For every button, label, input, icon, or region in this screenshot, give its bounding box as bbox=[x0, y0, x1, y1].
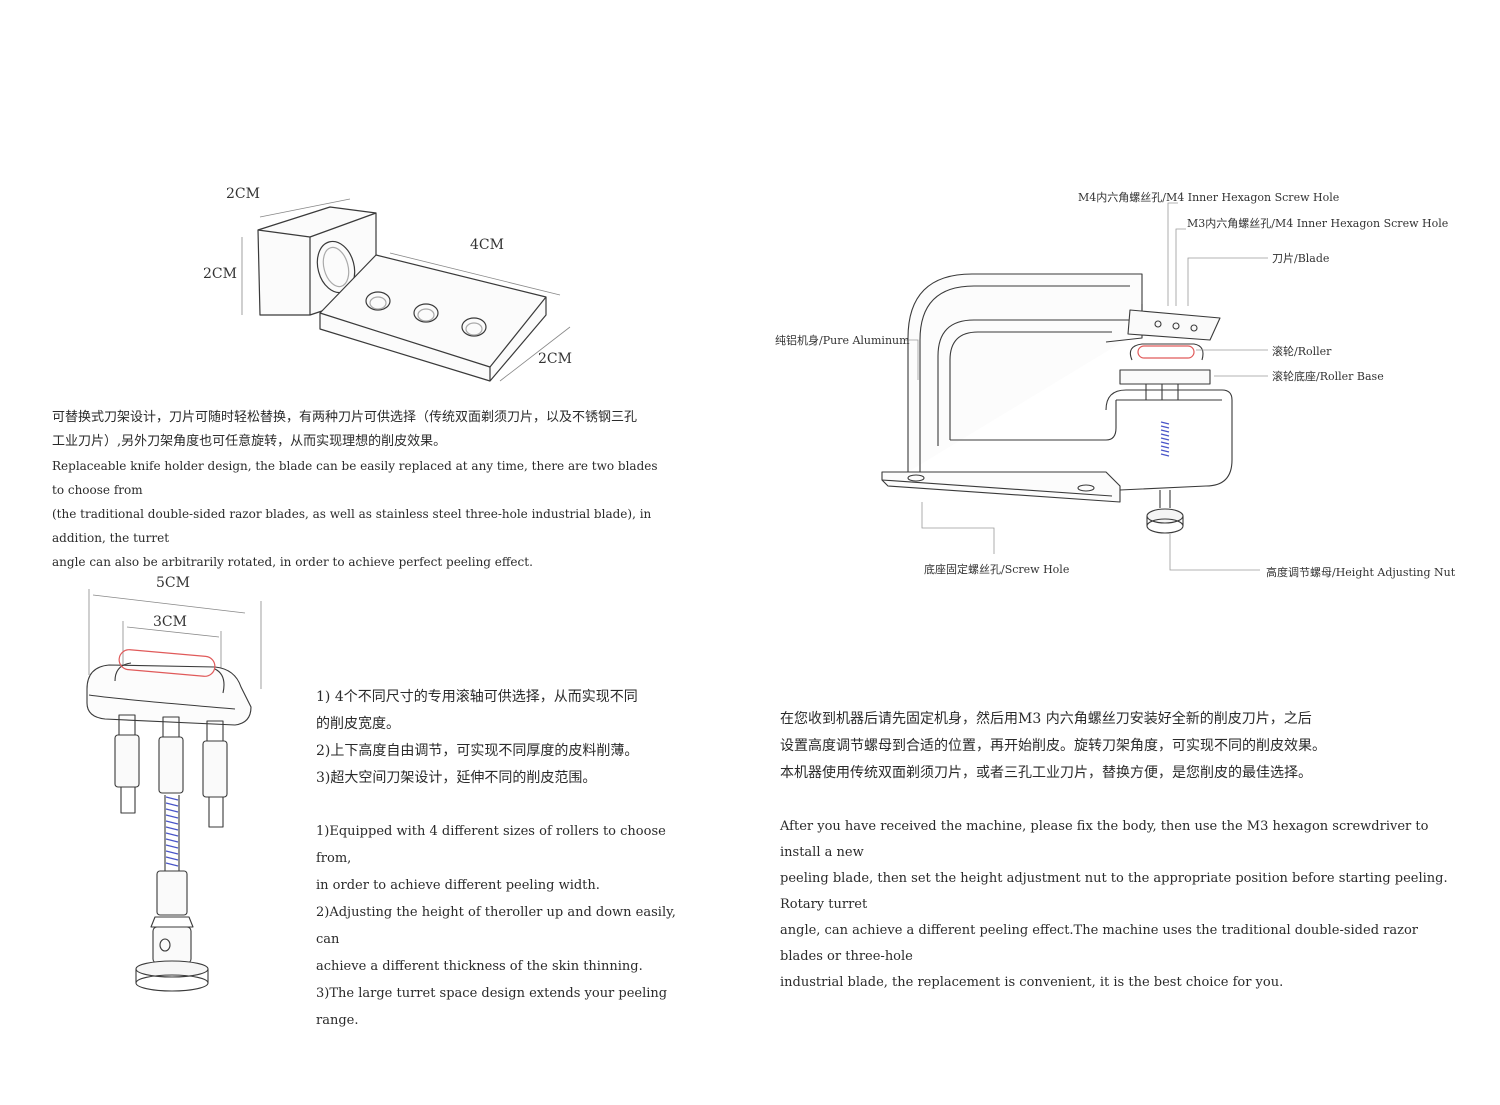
text-line: 2)上下高度自由调节，可实现不同厚度的皮料削薄。 bbox=[316, 743, 639, 759]
text-line: 设置高度调节螺母到合适的位置，再开始削皮。旋转刀架角度，可实现不同的削皮效果。 bbox=[780, 738, 1326, 754]
holder-description-zh: 可替换式刀架设计，刀片可随时轻松替换，有两种刀片可供选择（传统双面剃须刀片，以及… bbox=[52, 406, 672, 454]
text-line: 本机器使用传统双面剃须刀片，或者三孔工业刀片，替换方便，是您削皮的最佳选择。 bbox=[780, 765, 1312, 781]
text-line: 的削皮宽度。 bbox=[316, 716, 400, 732]
label-roller-base: 滚轮底座/Roller Base bbox=[1272, 370, 1384, 383]
holder-dim-height: 2CM bbox=[203, 266, 237, 282]
text-line: 3)超大空间刀架设计，延伸不同的削皮范围。 bbox=[316, 770, 597, 786]
text-line: industrial blade, the replacement is con… bbox=[780, 975, 1284, 990]
usage-instructions-zh: 在您收到机器后请先固定机身，然后用M3 内六角螺丝刀安装好全新的削皮刀片，之后 … bbox=[780, 706, 1460, 787]
roller-dim-inner: 3CM bbox=[153, 614, 187, 630]
roller-description-zh: 1) 4个不同尺寸的专用滚轴可供选择，从而实现不同 的削皮宽度。 2)上下高度自… bbox=[316, 684, 676, 792]
usage-instructions-en: After you have received the machine, ple… bbox=[780, 814, 1460, 996]
text-line: peeling blade, then set the height adjus… bbox=[780, 871, 1448, 912]
holder-dim-length: 4CM bbox=[470, 237, 504, 253]
label-pure-aluminum: 纯铝机身/Pure Aluminum bbox=[775, 334, 910, 347]
text-line: 3)The large turret space design extends … bbox=[316, 986, 668, 1028]
text-line: Replaceable knife holder design, the bla… bbox=[52, 459, 658, 497]
text-line: 1) 4个不同尺寸的专用滚轴可供选择，从而实现不同 bbox=[316, 689, 638, 705]
label-height-nut: 高度调节螺母/Height Adjusting Nut bbox=[1266, 566, 1456, 579]
text-line: 2)Adjusting the height of theroller up a… bbox=[316, 905, 676, 947]
text-line: 可替换式刀架设计，刀片可随时轻松替换，有两种刀片可供选择（传统双面剃须刀片，以及… bbox=[52, 410, 638, 425]
holder-dim-top: 2CM bbox=[226, 186, 260, 202]
holder-description-en: Replaceable knife holder design, the bla… bbox=[52, 454, 672, 574]
roller-assembly-drawing bbox=[75, 585, 275, 1005]
text-line: 工业刀片）,另外刀架角度也可任意旋转，从而实现理想的削皮效果。 bbox=[52, 434, 447, 449]
text-line: 1)Equipped with 4 different sizes of rol… bbox=[316, 824, 666, 866]
label-m3-screw-hole: M3内六角螺丝孔/M4 Inner Hexagon Screw Hole bbox=[1187, 217, 1449, 230]
text-line: achieve a different thickness of the ski… bbox=[316, 959, 643, 974]
roller-description-en: 1)Equipped with 4 different sizes of rol… bbox=[316, 818, 676, 1034]
text-line: After you have received the machine, ple… bbox=[780, 819, 1429, 860]
text-line: 在您收到机器后请先固定机身，然后用M3 内六角螺丝刀安装好全新的削皮刀片，之后 bbox=[780, 711, 1312, 727]
label-screw-hole: 底座固定螺丝孔/Screw Hole bbox=[924, 563, 1070, 576]
text-line: (the traditional double-sided razor blad… bbox=[52, 507, 652, 545]
text-line: angle can also be arbitrarily rotated, i… bbox=[52, 555, 533, 569]
text-line: angle, can achieve a different peeling e… bbox=[780, 923, 1419, 964]
machine-drawing bbox=[880, 260, 1240, 550]
label-blade: 刀片/Blade bbox=[1272, 252, 1330, 265]
holder-dim-depth: 2CM bbox=[538, 351, 572, 367]
label-roller: 滚轮/Roller bbox=[1272, 345, 1332, 358]
text-line: in order to achieve different peeling wi… bbox=[316, 878, 600, 893]
roller-dim-outer: 5CM bbox=[156, 575, 190, 591]
blade-holder-drawing bbox=[200, 185, 590, 395]
label-m4-screw-hole: M4内六角螺丝孔/M4 Inner Hexagon Screw Hole bbox=[1078, 191, 1340, 204]
